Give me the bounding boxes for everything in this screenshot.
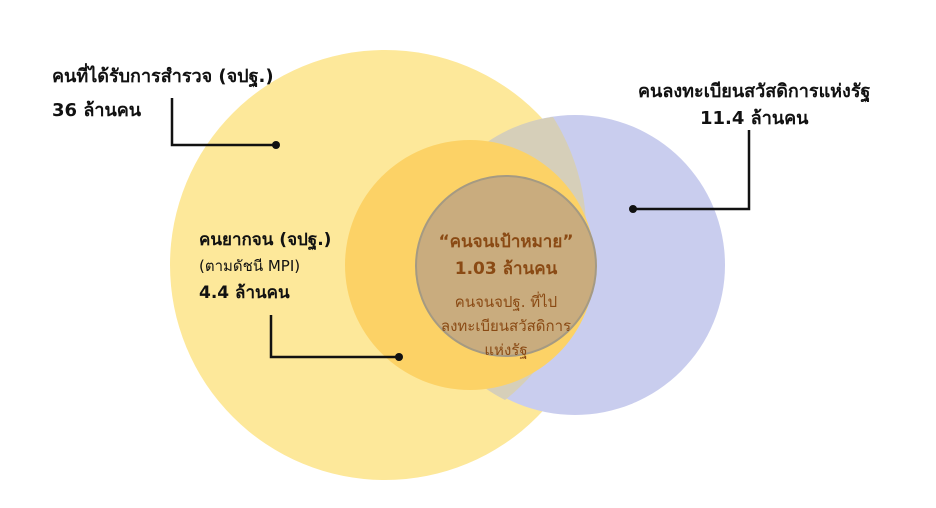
poor-note: (ตามดัชนี MPI) (199, 257, 301, 275)
surveyed-title: คนที่ได้รับการสำรวจ (จปฐ.) (52, 66, 274, 87)
target-circle (415, 175, 597, 357)
poor-title: คนยากจน (จปฐ.) (199, 230, 332, 250)
target-value: 1.03 ล้านคน (454, 259, 558, 279)
registered-leader-line (633, 130, 751, 211)
poor-value: 4.4 ล้านคน (199, 283, 290, 303)
registered-title: คนลงทะเบียนสวัสดิการแห่งรัฐ (638, 81, 871, 102)
surveyed-leader-dot (272, 141, 280, 149)
surveyed-leader-line (170, 98, 276, 147)
target-desc-line3: แห่งรัฐ (484, 341, 528, 359)
registered-value: 11.4 ล้านคน (700, 108, 809, 129)
poor-leader-line (269, 315, 399, 359)
poor-leader-dot (395, 353, 403, 361)
target-desc-line1: คนจนจปฐ. ที่ไป (454, 293, 558, 311)
target-desc-line2: ลงทะเบียนสวัสดิการ (440, 317, 572, 335)
surveyed-value: 36 ล้านคน (52, 100, 142, 121)
registered-leader-dot (629, 205, 637, 213)
target-title: “คนจนเป้าหมาย” (438, 232, 574, 252)
